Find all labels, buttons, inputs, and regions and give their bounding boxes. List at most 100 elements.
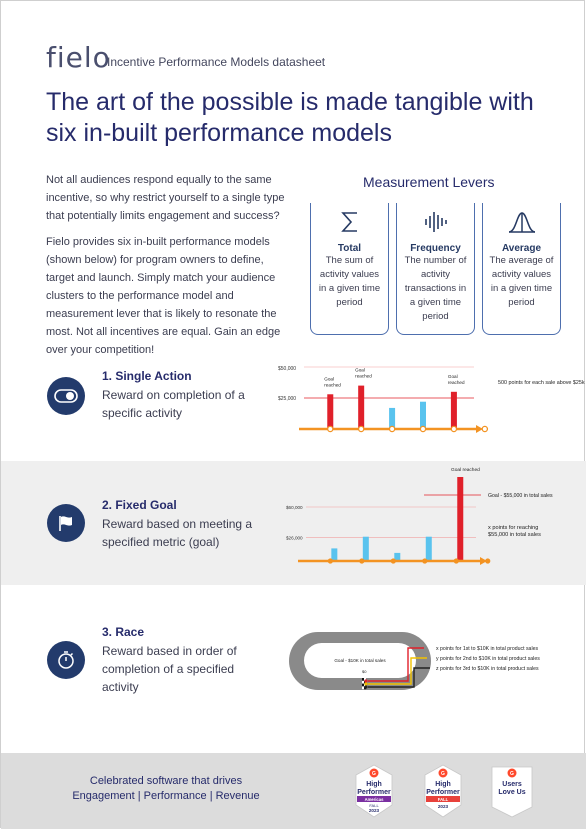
lever-label: Total [337, 243, 362, 254]
model-title: 3. Race [102, 625, 145, 639]
badge-line-2: Performer [357, 789, 391, 796]
timeline-dot [357, 425, 365, 433]
footer-tagline: Celebrated software that drives Engageme… [41, 774, 291, 804]
y-tick-label: $25,000 [278, 396, 296, 402]
waveform-icon [397, 203, 474, 241]
g2-logo-text: G [372, 771, 376, 777]
bar [327, 394, 334, 429]
timeline-dot [453, 558, 459, 564]
doc-title: Incentive Performance Models datasheet [107, 55, 326, 69]
lever-desc: The average of activity values in a give… [489, 255, 554, 308]
timeline-dot [327, 558, 333, 564]
finish-flag-square [362, 686, 364, 690]
timeline-dot [359, 558, 365, 564]
badge-ribbon [426, 796, 460, 802]
race-annotation: y points for 2nd to $10K in total produc… [436, 656, 540, 662]
model-title: 2. Fixed Goal [102, 498, 177, 512]
y-tick-label: $50,000 [278, 366, 296, 372]
lever-label: Average [501, 243, 542, 254]
race-chart: Goal - $10K in total sales $0 x points for… [289, 632, 540, 690]
bar [362, 536, 369, 561]
model-desc: Reward on completion of a specific activ… [102, 388, 245, 420]
start-label: $0 [362, 669, 367, 674]
badge-year: 2023 [438, 804, 449, 809]
chart-annotation: 500 points for each sale above $25k [498, 380, 585, 386]
bar [450, 391, 457, 429]
badge-ribbon-text: Americas [365, 797, 385, 802]
arrow-head [480, 557, 487, 565]
race-runner-line [368, 647, 424, 682]
bar [394, 552, 401, 561]
timeline-dot [450, 425, 458, 433]
timeline-dot [388, 425, 396, 433]
finish-flag-square [362, 680, 364, 684]
sigma-icon [311, 203, 388, 241]
timeline-dot [419, 425, 427, 433]
bar [358, 385, 365, 429]
runner-dot [364, 685, 368, 689]
finish-flag-square [362, 683, 364, 687]
bar [389, 407, 396, 429]
intro-paragraph-2: Fielo provides six in-built performance … [46, 236, 281, 356]
badge-shape [491, 766, 533, 818]
finish-flag-square [362, 678, 364, 681]
lever-total: Total The sum of activity values in a gi… [310, 203, 389, 335]
footer-band [1, 753, 586, 829]
levers-title: Measurement Levers [363, 174, 495, 190]
chart-annotation: x points for reaching$55,000 in total sa… [488, 525, 541, 538]
race-runner-line [368, 667, 430, 688]
intro-paragraph-1: Not all audiences respond equally to the… [46, 174, 285, 222]
badge-line-2: Love Us [498, 789, 525, 796]
y-tick-label: $26,000 [286, 536, 303, 541]
g2-logo-text: G [441, 771, 445, 777]
race-runner-line [368, 657, 427, 685]
model-desc: Reward based in order of completion of a… [102, 644, 237, 694]
runner-dot [364, 682, 368, 686]
bar-top-label: Goal reached [451, 467, 480, 473]
fielo-logo: fielo [46, 41, 111, 74]
flag-icon [47, 504, 85, 542]
headline: The art of the possible is made tangible… [46, 88, 534, 147]
timeline-dot [422, 558, 428, 564]
timeline-dot [485, 558, 491, 564]
race-annotation: x points for 1st to $10K in total produc… [436, 646, 538, 652]
model-desc: Reward based on meeting a specified metr… [102, 517, 253, 549]
lever-desc: The sum of activity values in a given ti… [318, 255, 381, 308]
badge-line-1: High [366, 781, 382, 788]
goal-label: Goal - $55,000 in total sales [488, 493, 553, 499]
stopwatch-icon [47, 641, 85, 679]
badge-line-1: High [435, 781, 451, 788]
footer-line-2: Engagement | Performance | Revenue [72, 790, 260, 802]
badge-season: FALL [369, 803, 379, 808]
toggle-icon [47, 377, 85, 415]
arrow-head [476, 425, 483, 433]
track-label: Goal - $10K in total sales [334, 658, 386, 663]
badge-line-2: Performer [426, 789, 460, 796]
bar [420, 401, 426, 429]
fixed-goal-band [1, 461, 586, 585]
badge-ribbon [357, 796, 391, 802]
timeline-dot [481, 425, 489, 433]
timeline-dot [327, 425, 334, 433]
finish-flag-square [364, 678, 366, 681]
badge-ribbon-text: FALL [438, 797, 449, 802]
bar [331, 548, 338, 561]
footer-line-1: Celebrated software that drives [89, 775, 243, 787]
g2-logo-icon [507, 768, 517, 778]
model-title: 1. Single Action [102, 369, 192, 383]
g2-logo-text: G [510, 771, 514, 777]
badge-year: 2023 [369, 808, 380, 813]
badge-line-1: Users [502, 781, 522, 788]
lever-average: Average The average of activity values i… [482, 203, 561, 335]
y-tick-label: $60,000 [286, 505, 303, 510]
bar [425, 536, 432, 561]
g2-logo-icon [369, 768, 379, 778]
